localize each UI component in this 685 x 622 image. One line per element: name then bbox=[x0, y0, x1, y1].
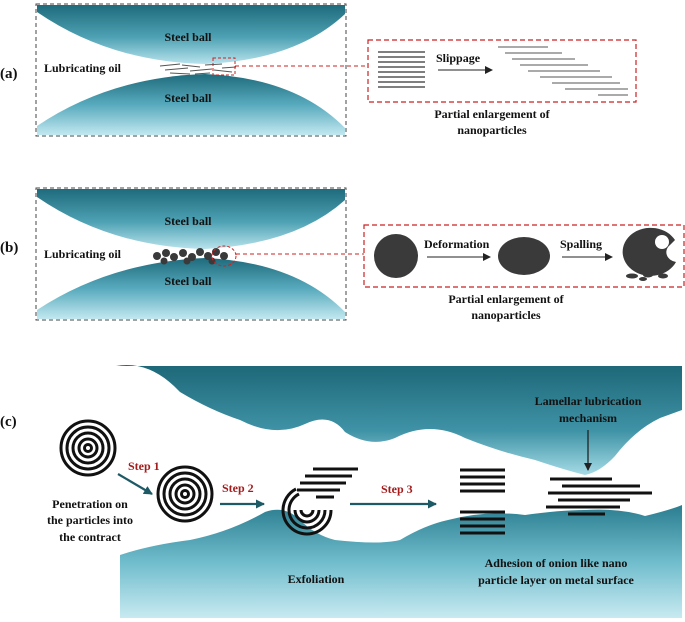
steel-ball-top-label-b: Steel ball bbox=[165, 214, 213, 228]
enlargement-caption-a-line1: Partial enlargement of bbox=[434, 107, 550, 121]
stacked-layers-a bbox=[378, 51, 425, 88]
upper-metal-surface bbox=[116, 365, 682, 475]
exfoliated-sheets bbox=[297, 467, 358, 499]
slippage-label: Slippage bbox=[436, 51, 481, 65]
spall-notch bbox=[655, 235, 669, 249]
penetration-label-line2: the particles into bbox=[47, 513, 133, 527]
spherical-particle bbox=[374, 234, 418, 278]
exfoliation-label: Exfoliation bbox=[288, 572, 345, 586]
enlargement-caption-b-line2: nanoparticles bbox=[471, 308, 541, 322]
panel-a-frame bbox=[35, 3, 347, 137]
slipped-layers-a bbox=[498, 46, 628, 96]
step2-label: Step 2 bbox=[222, 481, 254, 495]
panel-c-label: (c) bbox=[0, 414, 17, 430]
deformation-label: Deformation bbox=[424, 237, 490, 251]
penetration-label-line3: the contract bbox=[59, 530, 121, 544]
debris-fragments bbox=[626, 272, 668, 281]
lamellar-label-line2: mechanism bbox=[559, 411, 617, 425]
onion-particle-1 bbox=[59, 419, 117, 477]
step1-label: Step 1 bbox=[128, 459, 160, 473]
panel-c: (c) Lamellar lubrication mechanism Penet… bbox=[0, 365, 682, 618]
panel-a: (a) Steel ball Steel ball Lubricating oi… bbox=[0, 3, 637, 137]
penetration-label-line1: Penetration on bbox=[52, 497, 128, 511]
onion-particle-2 bbox=[156, 465, 214, 523]
steel-ball-bottom-b bbox=[37, 258, 345, 319]
enlargement-box-a bbox=[367, 39, 637, 103]
adhesion-label-line2: particle layer on metal surface bbox=[478, 573, 634, 587]
exfoliating-particle bbox=[281, 487, 333, 536]
separated-sheet-stack-upper bbox=[460, 468, 505, 493]
steel-ball-top-b bbox=[37, 189, 345, 249]
lower-metal-surface bbox=[120, 505, 682, 618]
step3-label: Step 3 bbox=[381, 482, 413, 496]
spalling-label: Spalling bbox=[560, 237, 602, 251]
steel-ball-bottom-label-a: Steel ball bbox=[165, 91, 213, 105]
panel-b-frame bbox=[35, 187, 347, 321]
step1-arrow bbox=[117, 473, 153, 495]
adhesion-label-line1: Adhesion of onion like nano bbox=[485, 556, 628, 570]
spherical-particles-b bbox=[153, 248, 228, 265]
panel-a-label: (a) bbox=[0, 66, 18, 82]
lamellar-sheet-layer bbox=[546, 477, 652, 516]
steel-ball-top-label-a: Steel ball bbox=[165, 30, 213, 44]
zoom-circle-b bbox=[211, 245, 237, 267]
sheet-particles-a bbox=[159, 63, 237, 75]
steel-ball-top-a bbox=[37, 5, 345, 64]
lubricating-oil-label-a: Lubricating oil bbox=[44, 61, 122, 75]
panel-b-label: (b) bbox=[0, 240, 18, 256]
steel-ball-bottom-a bbox=[37, 74, 345, 135]
lubricating-oil-label-b: Lubricating oil bbox=[44, 247, 122, 261]
separated-sheet-stack-lower bbox=[460, 510, 505, 535]
steel-ball-bottom-label-b: Steel ball bbox=[165, 274, 213, 288]
panel-b: (b) Steel ball Steel ball Lubricating oi… bbox=[0, 187, 685, 322]
deformed-particle bbox=[498, 237, 550, 275]
lamellar-label-line1: Lamellar lubrication bbox=[535, 394, 642, 408]
spalled-particle bbox=[622, 227, 676, 276]
enlargement-box-b bbox=[363, 224, 685, 288]
enlargement-caption-b-line1: Partial enlargement of bbox=[448, 292, 564, 306]
enlargement-caption-a-line2: nanoparticles bbox=[457, 123, 527, 137]
